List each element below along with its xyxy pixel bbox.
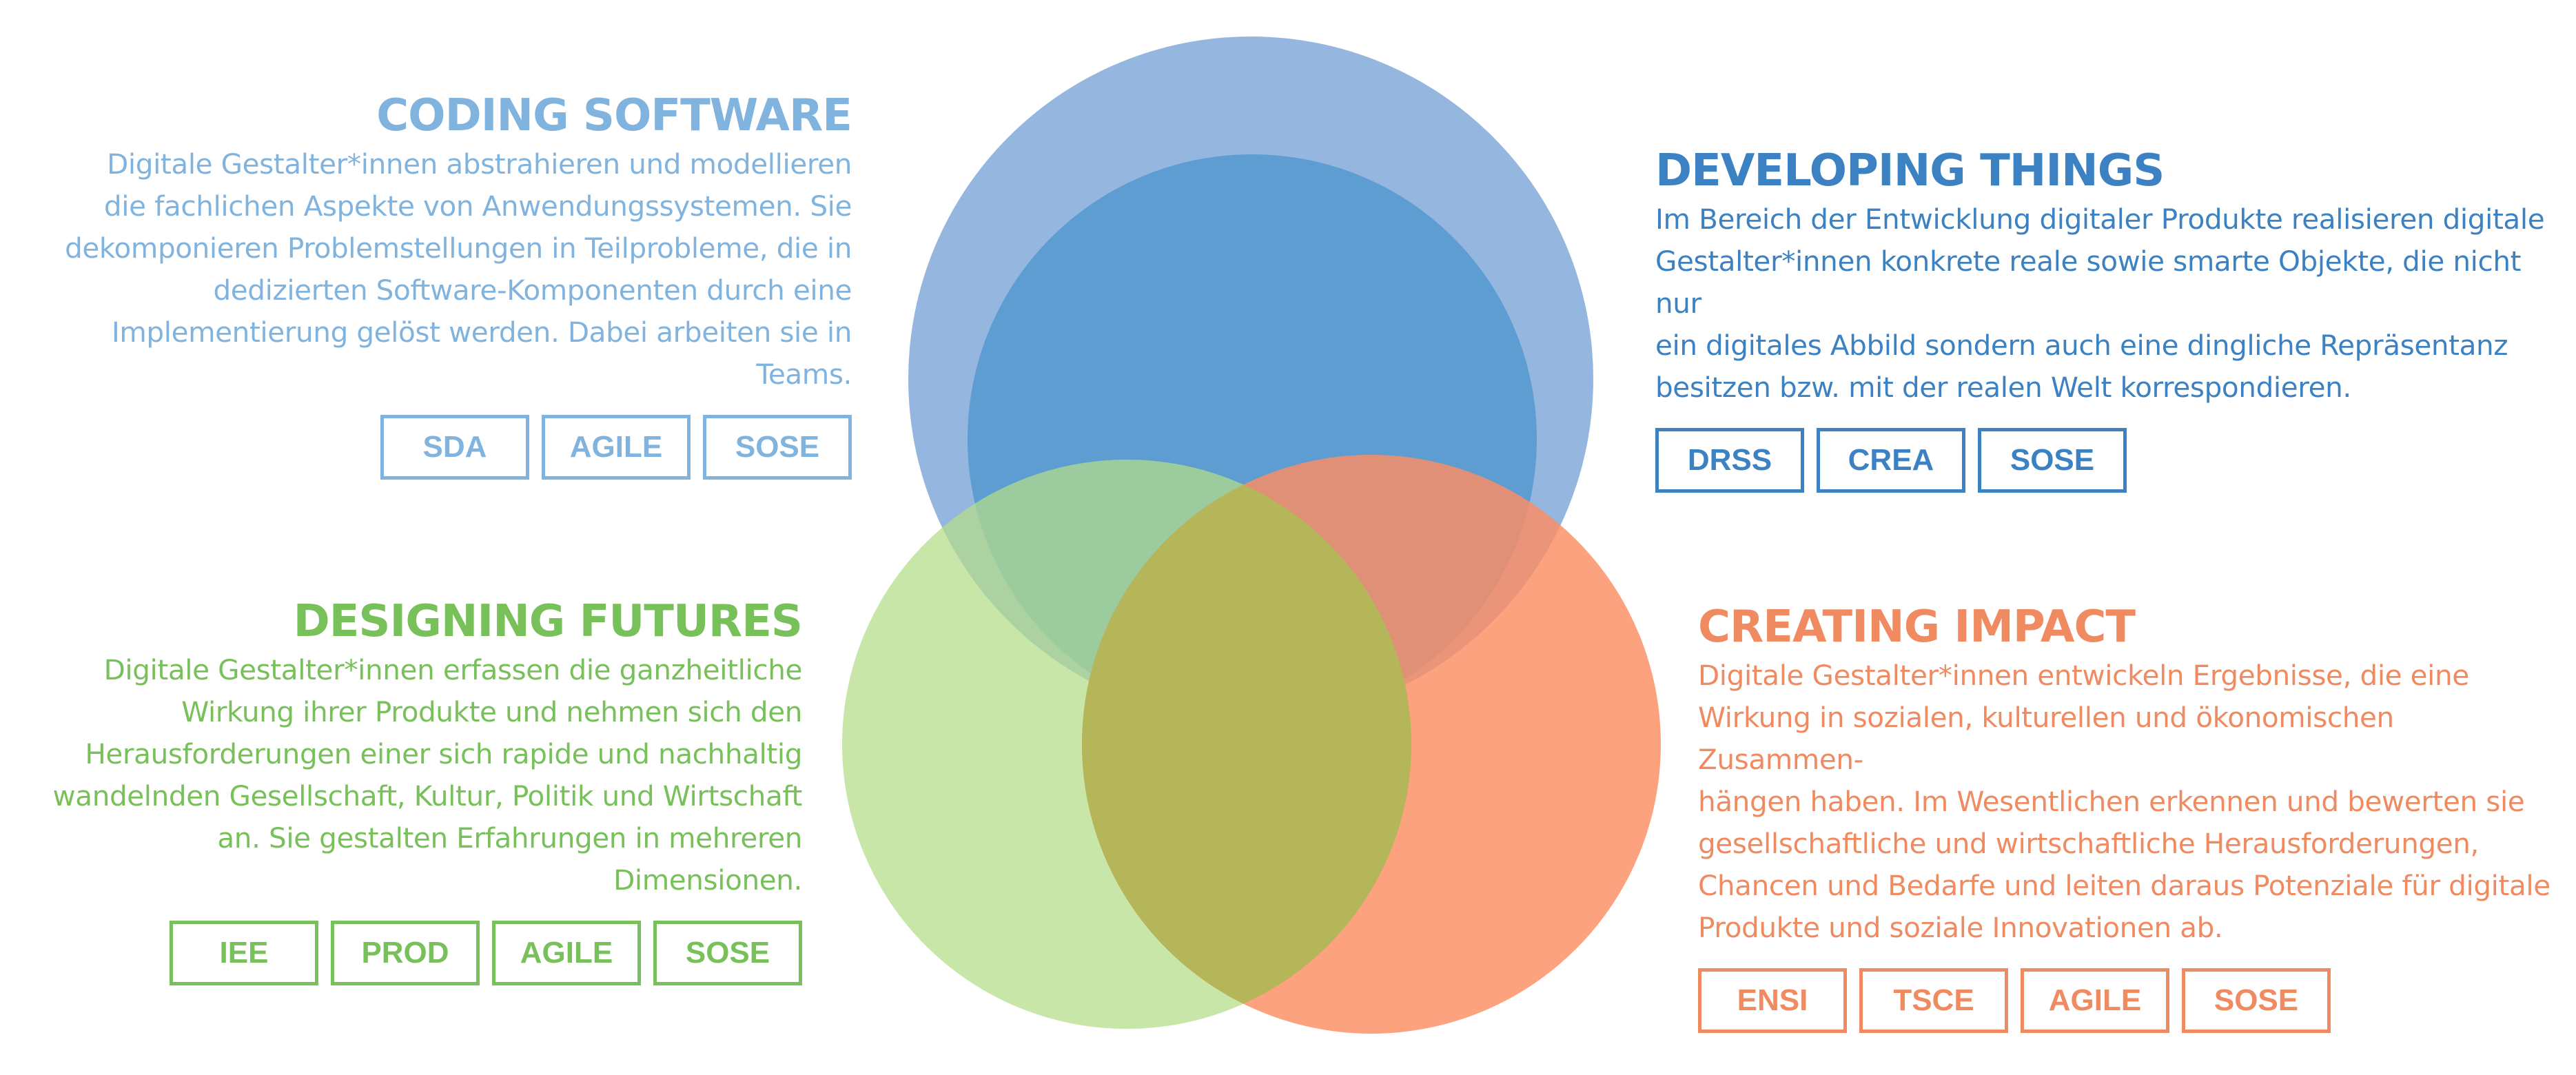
developing-things-tags: DRSS CREA SOSE — [1655, 428, 2551, 493]
developing-things-panel: DEVELOPING THINGS Im Bereich der Entwick… — [1655, 143, 2551, 493]
tag-prod[interactable]: PROD — [331, 921, 480, 985]
designing-futures-title: DESIGNING FUTURES — [293, 596, 803, 647]
tag-agile[interactable]: AGILE — [2021, 968, 2169, 1033]
tag-agile[interactable]: AGILE — [542, 415, 691, 480]
tag-sose[interactable]: SOSE — [653, 921, 802, 985]
coding-software-text: Digitale Gestalter*innen abstrahieren un… — [65, 147, 852, 391]
developing-things-title: DEVELOPING THINGS — [1655, 145, 2165, 196]
tag-crea[interactable]: CREA — [1817, 428, 1965, 493]
green-orange-overlap — [1082, 460, 1411, 1029]
tag-drss[interactable]: DRSS — [1655, 428, 1804, 493]
coding-software-panel: CODING SOFTWARE Digitale Gestalter*innen… — [28, 88, 852, 480]
creating-impact-text: Digitale Gestalter*innen entwickeln Erge… — [1698, 659, 2551, 944]
tag-iee[interactable]: IEE — [170, 921, 318, 985]
tag-sose[interactable]: SOSE — [2182, 968, 2331, 1033]
creating-impact-tags: ENSI TSCE AGILE SOSE — [1698, 968, 2559, 1033]
designing-futures-tags: IEE PROD AGILE SOSE — [41, 921, 802, 985]
tag-sda[interactable]: SDA — [380, 415, 529, 480]
creating-impact-panel: CREATING IMPACT Digitale Gestalter*innen… — [1698, 600, 2559, 1033]
coding-software-title: CODING SOFTWARE — [376, 90, 852, 141]
tag-sose[interactable]: SOSE — [1978, 428, 2127, 493]
designing-futures-panel: DESIGNING FUTURES Digitale Gestalter*inn… — [41, 594, 803, 985]
tag-ensi[interactable]: ENSI — [1698, 968, 1847, 1033]
tag-agile[interactable]: AGILE — [492, 921, 641, 985]
designing-futures-text: Digitale Gestalter*innen erfassen die ga… — [52, 653, 803, 897]
tag-tsce[interactable]: TSCE — [1859, 968, 2008, 1033]
creating-impact-title: CREATING IMPACT — [1698, 602, 2136, 653]
coding-software-tags: SDA AGILE SOSE — [28, 415, 852, 480]
developing-things-text: Im Bereich der Entwicklung digitaler Pro… — [1655, 203, 2545, 404]
tag-sose[interactable]: SOSE — [703, 415, 852, 480]
